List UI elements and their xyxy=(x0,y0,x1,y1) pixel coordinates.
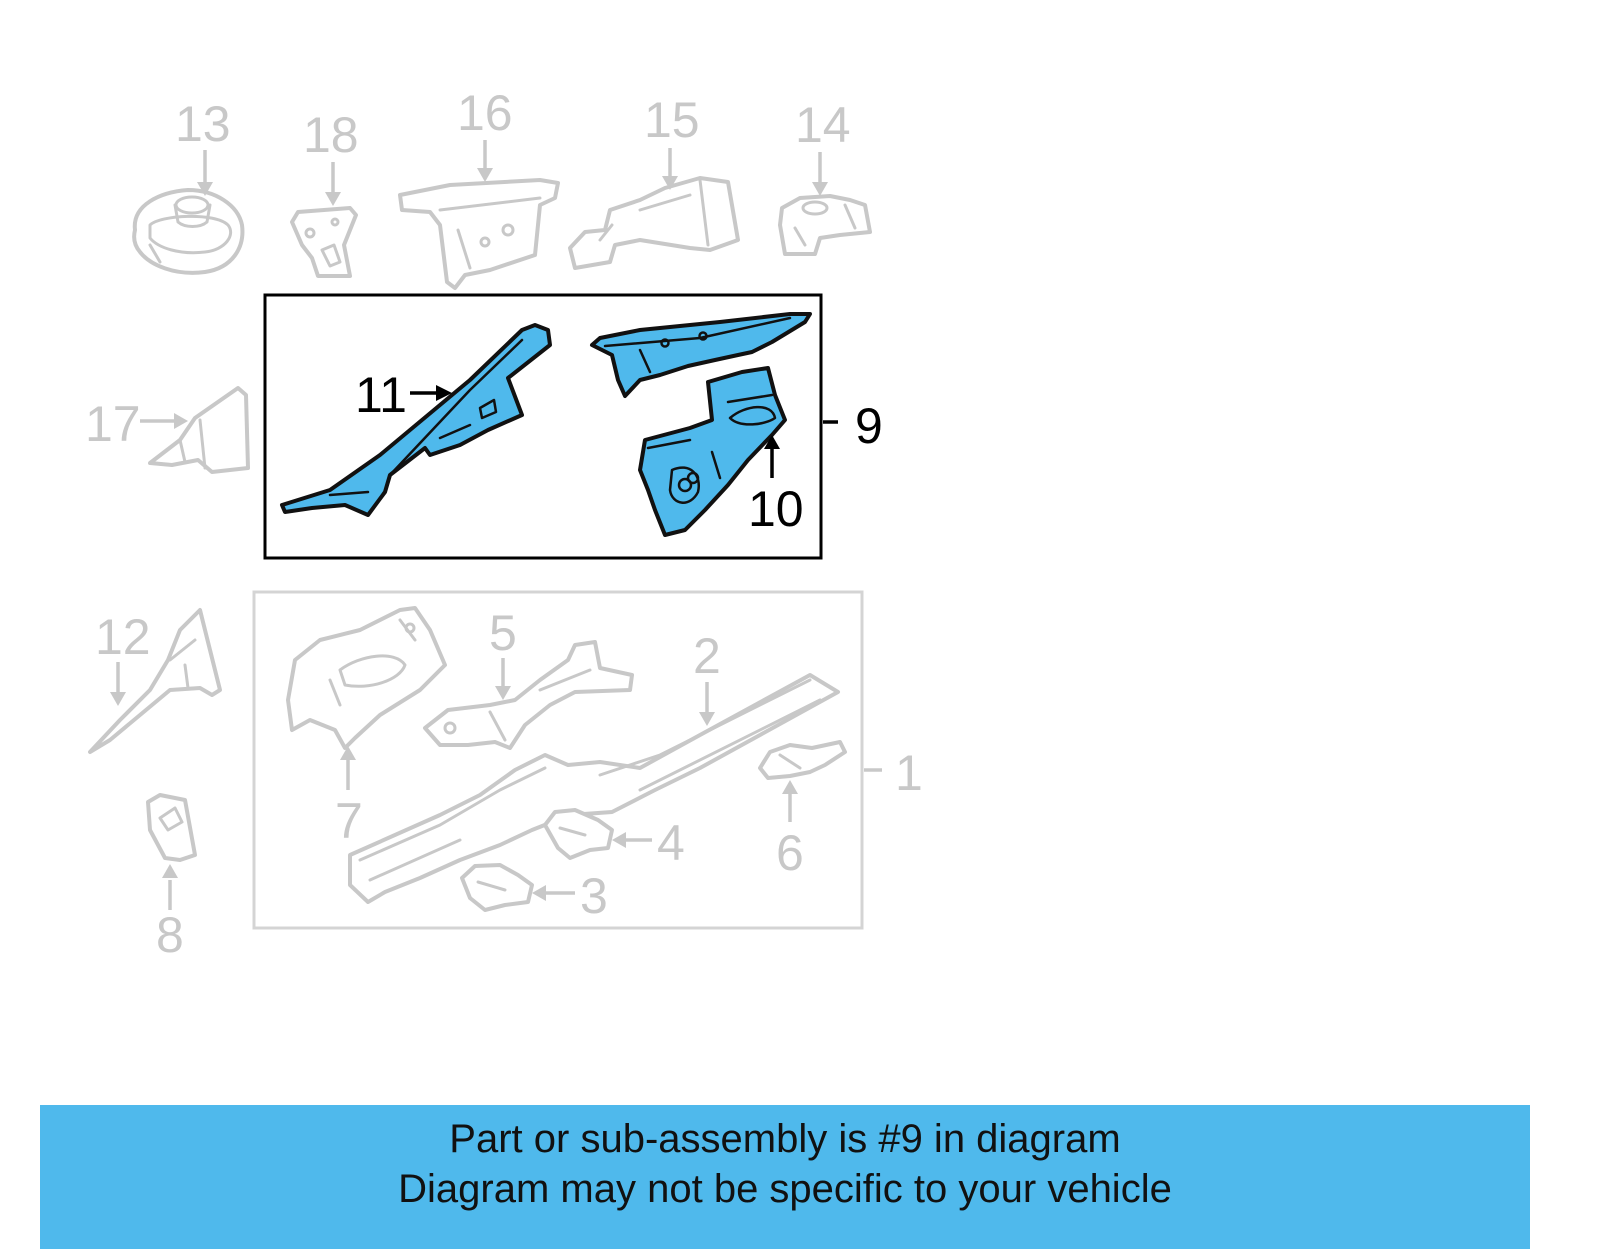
part-3-bracket-illustration xyxy=(460,863,534,912)
part-4-bracket-illustration xyxy=(543,808,614,860)
callout-11: 11 xyxy=(355,367,407,423)
callout-15: 15 xyxy=(644,92,700,148)
banner-line-2: Diagram may not be specific to your vehi… xyxy=(398,1167,1172,1211)
callout-5: 5 xyxy=(489,605,517,661)
banner-line-1: Part or sub-assembly is #9 in diagram xyxy=(449,1117,1121,1161)
callout-16: 16 xyxy=(457,85,513,141)
callout-1: 1 xyxy=(895,745,923,801)
part-12-panel-illustration xyxy=(88,608,222,754)
callout-17: 17 xyxy=(85,396,141,452)
callout-4: 4 xyxy=(657,815,685,871)
callout-18: 18 xyxy=(303,107,359,163)
callout-6: 6 xyxy=(776,825,804,881)
part-14-bracket-illustration xyxy=(778,194,872,256)
assembly-1-frame xyxy=(252,590,864,930)
callout-13: 13 xyxy=(175,96,231,152)
assembly-9-frame xyxy=(263,293,823,560)
callout-7: 7 xyxy=(335,793,363,849)
part-8-plate-illustration xyxy=(146,793,197,862)
callout-2: 2 xyxy=(693,628,721,684)
banner-background xyxy=(40,1105,1530,1249)
part-10-wheelhouse-illustration xyxy=(638,366,787,537)
part-17-panel-illustration xyxy=(148,386,250,474)
callout-8: 8 xyxy=(156,907,184,963)
info-banner: Part or sub-assembly is #9 in diagram Di… xyxy=(40,1105,1530,1223)
part-2-frame-rail-illustration xyxy=(348,673,840,904)
part-7-apron-illustration xyxy=(286,606,447,750)
callout-12: 12 xyxy=(95,609,151,665)
part-6-bracket-illustration xyxy=(758,740,847,780)
callout-9: 9 xyxy=(855,398,883,454)
part-16-crossmember-illustration xyxy=(398,178,560,290)
part-9-upper-panel-illustration xyxy=(590,312,812,398)
callout-14: 14 xyxy=(795,97,851,153)
callout-10: 10 xyxy=(748,481,804,537)
part-13-mount-illustration xyxy=(132,188,245,275)
callout-3: 3 xyxy=(580,868,608,924)
part-11-rail-illustration xyxy=(280,323,552,517)
part-15-bracket-illustration xyxy=(568,176,740,270)
part-18-bracket-illustration xyxy=(290,206,358,278)
part-5-bracket-illustration xyxy=(423,640,634,750)
